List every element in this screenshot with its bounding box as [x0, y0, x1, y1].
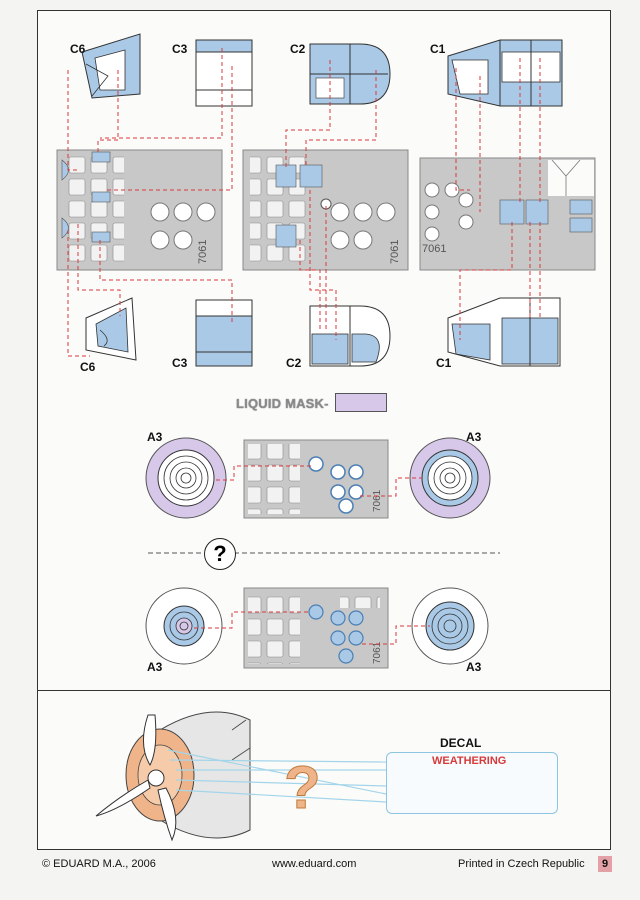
label-c1-top: C1 — [430, 42, 446, 56]
question-mark-icon: ? — [284, 754, 322, 822]
svg-text:7061: 7061 — [389, 240, 401, 264]
label-c1-bottom: C1 — [436, 356, 452, 370]
label-a3-4: A3 — [466, 660, 482, 674]
part-c6-bottom — [85, 297, 137, 361]
part-c2-bottom — [309, 305, 391, 367]
engine-illustration — [95, 711, 251, 842]
wheel-a3-left-top — [145, 437, 227, 519]
svg-text:7061: 7061 — [422, 243, 446, 255]
label-c6-top: C6 — [70, 42, 86, 56]
footer-website[interactable]: www.eduard.com — [272, 858, 357, 870]
decal-title: DECAL — [440, 736, 482, 750]
svg-text:?: ? — [284, 754, 321, 821]
footer-copyright: © EDUARD M.A., 2006 — [42, 858, 156, 870]
label-c2-top: C2 — [290, 42, 306, 56]
svg-text:7061: 7061 — [197, 240, 209, 264]
mask-sheet-a3-bottom: 7061 — [243, 587, 389, 669]
liquid-mask-swatch — [335, 393, 387, 412]
label-c3-bottom: C3 — [172, 356, 188, 370]
footer-printed: Printed in Czech Republic — [458, 858, 585, 870]
label-c3-top: C3 — [172, 42, 188, 56]
wheel-a3-right-bottom — [411, 587, 489, 665]
label-c6-bottom: C6 — [80, 360, 96, 374]
part-c6-top — [81, 33, 141, 99]
part-c1-bottom — [447, 297, 561, 367]
page-number: 9 — [598, 856, 612, 872]
mask-sheet-3: 7061 — [419, 157, 596, 271]
weathering-label: WEATHERING — [432, 755, 507, 767]
part-c2-top — [309, 43, 391, 105]
leader-lines-top — [67, 48, 541, 357]
wheel-a3-right-top — [409, 437, 491, 519]
part-c3-bottom — [195, 299, 253, 367]
label-a3-3: A3 — [147, 660, 163, 674]
label-c2-bottom: C2 — [286, 356, 302, 370]
liquid-mask-label: LIQUID MASK- — [236, 396, 329, 411]
mask-sheet-a3-top: 7061 — [243, 439, 389, 519]
label-a3-2: A3 — [466, 430, 482, 444]
svg-text:7061: 7061 — [372, 489, 383, 512]
svg-text:7061: 7061 — [372, 641, 383, 664]
mask-sheet-1: 7061 — [56, 149, 223, 271]
sightlines — [167, 749, 387, 803]
part-c1-top — [447, 39, 563, 107]
label-a3-1: A3 — [147, 430, 163, 444]
leader-lines-a3-bottom — [194, 611, 430, 645]
section-divider — [37, 690, 611, 691]
decal-sheet — [386, 752, 558, 814]
wheel-a3-left-bottom — [145, 587, 223, 665]
part-c3-top — [195, 39, 253, 107]
question-circle: ? — [204, 538, 236, 570]
leader-lines-a3-top — [216, 465, 422, 497]
